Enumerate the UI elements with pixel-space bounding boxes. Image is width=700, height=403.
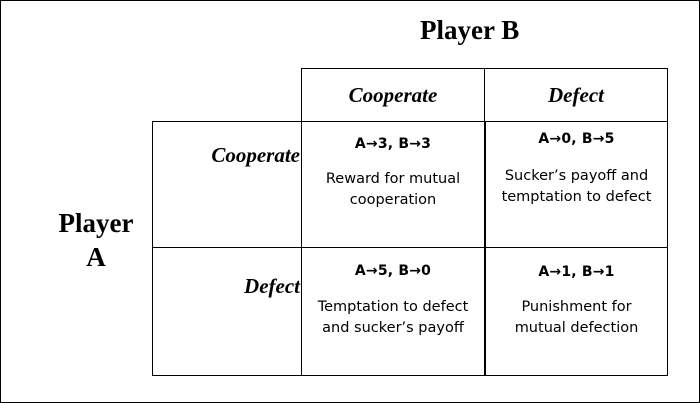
cell-payoff: A→1, B→1 <box>538 264 615 280</box>
cell-cooperate-cooperate: A→3, B→3 Reward for mutual cooperation <box>302 136 484 211</box>
player-a-line-1: Player <box>58 208 134 238</box>
cell-description-line: Punishment for <box>521 299 632 315</box>
cell-defect-cooperate: A→5, B→0 Temptation to defect and sucker… <box>302 263 484 339</box>
row-header-cooperate: Cooperate <box>211 143 300 167</box>
player-a-label: Player A <box>41 206 151 274</box>
grid-line-row1-top <box>152 121 668 122</box>
player-b-label: Player B <box>420 15 520 45</box>
grid-line-header-left <box>301 68 302 375</box>
grid-line-header-mid <box>484 68 485 122</box>
grid-line-right <box>667 68 668 376</box>
row-header-defect: Defect <box>244 274 300 298</box>
grid-line-bottom <box>152 375 668 376</box>
cell-description-line: Sucker’s payoff and <box>504 168 649 184</box>
cell-description-line: cooperation <box>349 192 437 208</box>
cell-defect-defect: A→1, B→1 Punishment for mutual defection <box>486 264 667 339</box>
column-header-cooperate: Cooperate <box>348 82 438 107</box>
cell-payoff: A→3, B→3 <box>354 136 432 152</box>
grid-line-middle-vertical <box>484 121 486 376</box>
cell-cooperate-defect: A→0, B→5 Sucker’s payoff and temptation … <box>486 131 667 208</box>
cell-description-line: Reward for mutual <box>325 171 461 187</box>
grid-line-left <box>152 121 153 376</box>
grid-line-row-divider <box>152 247 668 248</box>
cell-description-line: mutual defection <box>514 320 639 336</box>
cell-description-line: temptation to defect <box>501 189 652 205</box>
cell-payoff: A→5, B→0 <box>354 263 432 279</box>
column-header-defect: Defect <box>548 82 604 107</box>
cell-description-line: Temptation to defect <box>317 299 469 315</box>
cell-payoff: A→0, B→5 <box>538 131 615 147</box>
player-a-line-2: A <box>86 242 106 272</box>
cell-description-line: and sucker’s payoff <box>322 320 464 336</box>
